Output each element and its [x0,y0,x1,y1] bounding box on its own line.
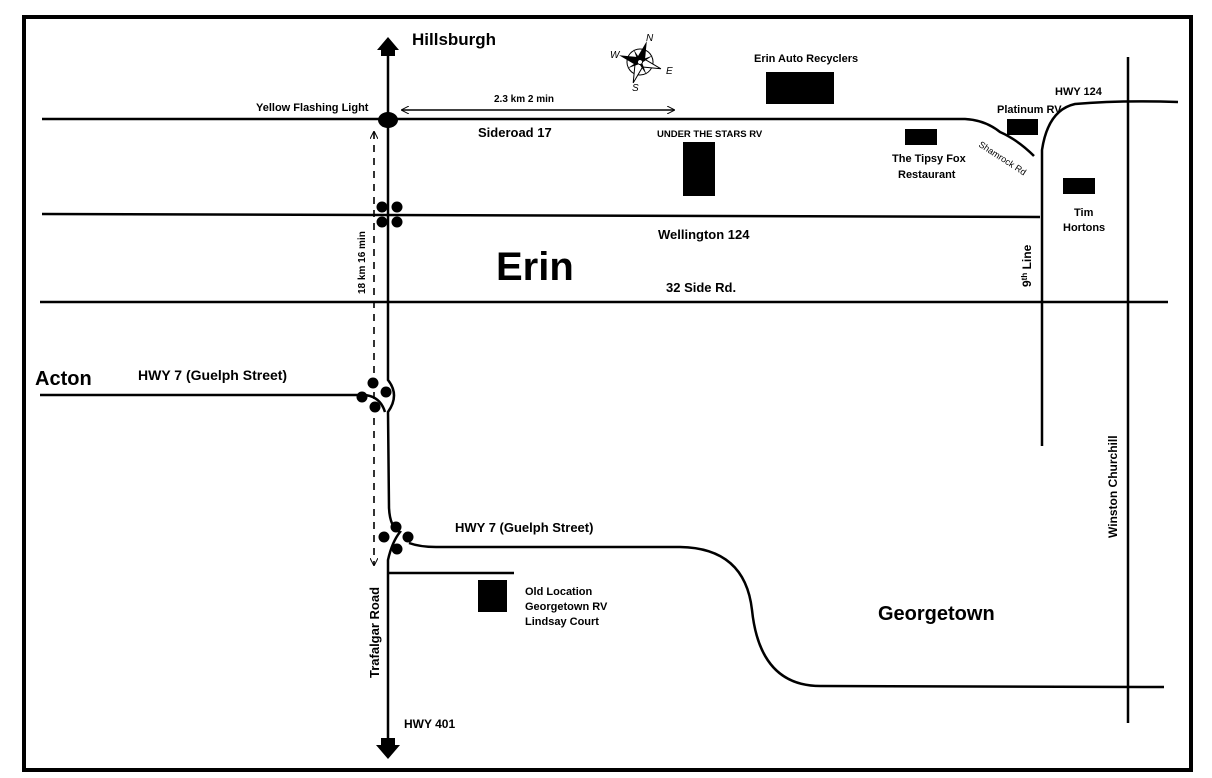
old-location-label-1: Old Location [525,586,593,598]
traffic-light-dot [367,377,379,389]
traffic-light-dot [391,543,403,555]
tipsy-fox-label-1: The Tipsy Fox [892,153,967,165]
platinum-rv-label: Platinum RV [997,104,1062,116]
traffic-light-dot [369,401,381,413]
map-frame [22,15,1193,772]
side-rd-32-label: 32 Side Rd. [666,280,736,295]
hwy7-south-label: HWY 7 (Guelph Street) [455,520,593,535]
ninth-line-word: Line [1020,244,1034,272]
old-location-label-3: Lindsay Court [525,616,599,628]
old-location-label-2: Georgetown RV [525,601,608,613]
compass-rose-icon [619,41,662,84]
south-arrow-icon [376,738,400,759]
sideroad-distance-label: 2.3 km 2 min [494,94,554,105]
traffic-lights-hwy7-south [378,521,414,555]
traffic-light-dot [376,216,388,228]
hwy7-north-label: HWY 7 (Guelph Street) [138,367,287,383]
erin-auto-recyclers-building [766,72,834,104]
trafalgar-road-label: Trafalgar Road [367,587,382,678]
tipsy-fox-label-2: Restaurant [898,169,956,181]
traffic-light-dot [380,386,392,398]
ninth-line-number: 9 [1020,280,1034,287]
tim-hortons-building [1063,178,1095,194]
georgetown-label: Georgetown [878,603,995,625]
ninth-line-label: 9th Line [1020,244,1034,287]
traffic-light-dot [390,521,402,533]
hwy7-south-line [408,541,1165,689]
hwy-124-label: HWY 124 [1055,86,1103,98]
compass-s-label: S [632,83,639,94]
traffic-light-dot [391,216,403,228]
erin-auto-recyclers-label: Erin Auto Recyclers [754,53,858,65]
traffic-light-dot [391,201,403,213]
sideroad-17-line [42,117,1035,157]
sideroad-17-label: Sideroad 17 [478,125,552,140]
traffic-light-dot [402,531,414,543]
traffic-light-dot [356,391,368,403]
trafalgar-road-line [386,55,403,738]
compass-w-label: W [610,50,621,61]
under-the-stars-rv-building [683,142,715,196]
traffic-light-dot [378,531,390,543]
wellington-124-label: Wellington 124 [658,227,750,242]
ninth-line-suffix: th [1020,273,1029,281]
compass-n-label: N [646,33,654,44]
tipsy-fox-building [905,129,937,145]
hwy-401-label: HWY 401 [404,717,455,731]
trafalgar-distance-label: 18 km 16 min [357,231,368,294]
under-the-stars-rv-label: UNDER THE STARS RV [657,129,763,140]
tim-hortons-label-1: Tim [1074,207,1094,219]
compass-e-label: E [666,66,673,77]
hillsburgh-label: Hillsburgh [412,30,496,49]
yellow-flashing-light-label: Yellow Flashing Light [256,102,369,114]
traffic-lights-wellington [376,201,403,228]
north-arrow-icon [377,37,399,56]
erin-label: Erin [496,245,574,289]
acton-label: Acton [35,368,92,390]
yellow-flashing-light-marker [378,112,398,128]
hwy-124-line [1040,100,1179,446]
tim-hortons-label-2: Hortons [1063,222,1105,234]
winston-churchill-label: Winston Churchill [1106,435,1120,538]
traffic-light-dot [376,201,388,213]
old-location-building [478,580,507,612]
wellington-124-line [41,212,1041,219]
platinum-rv-building [1007,119,1038,135]
